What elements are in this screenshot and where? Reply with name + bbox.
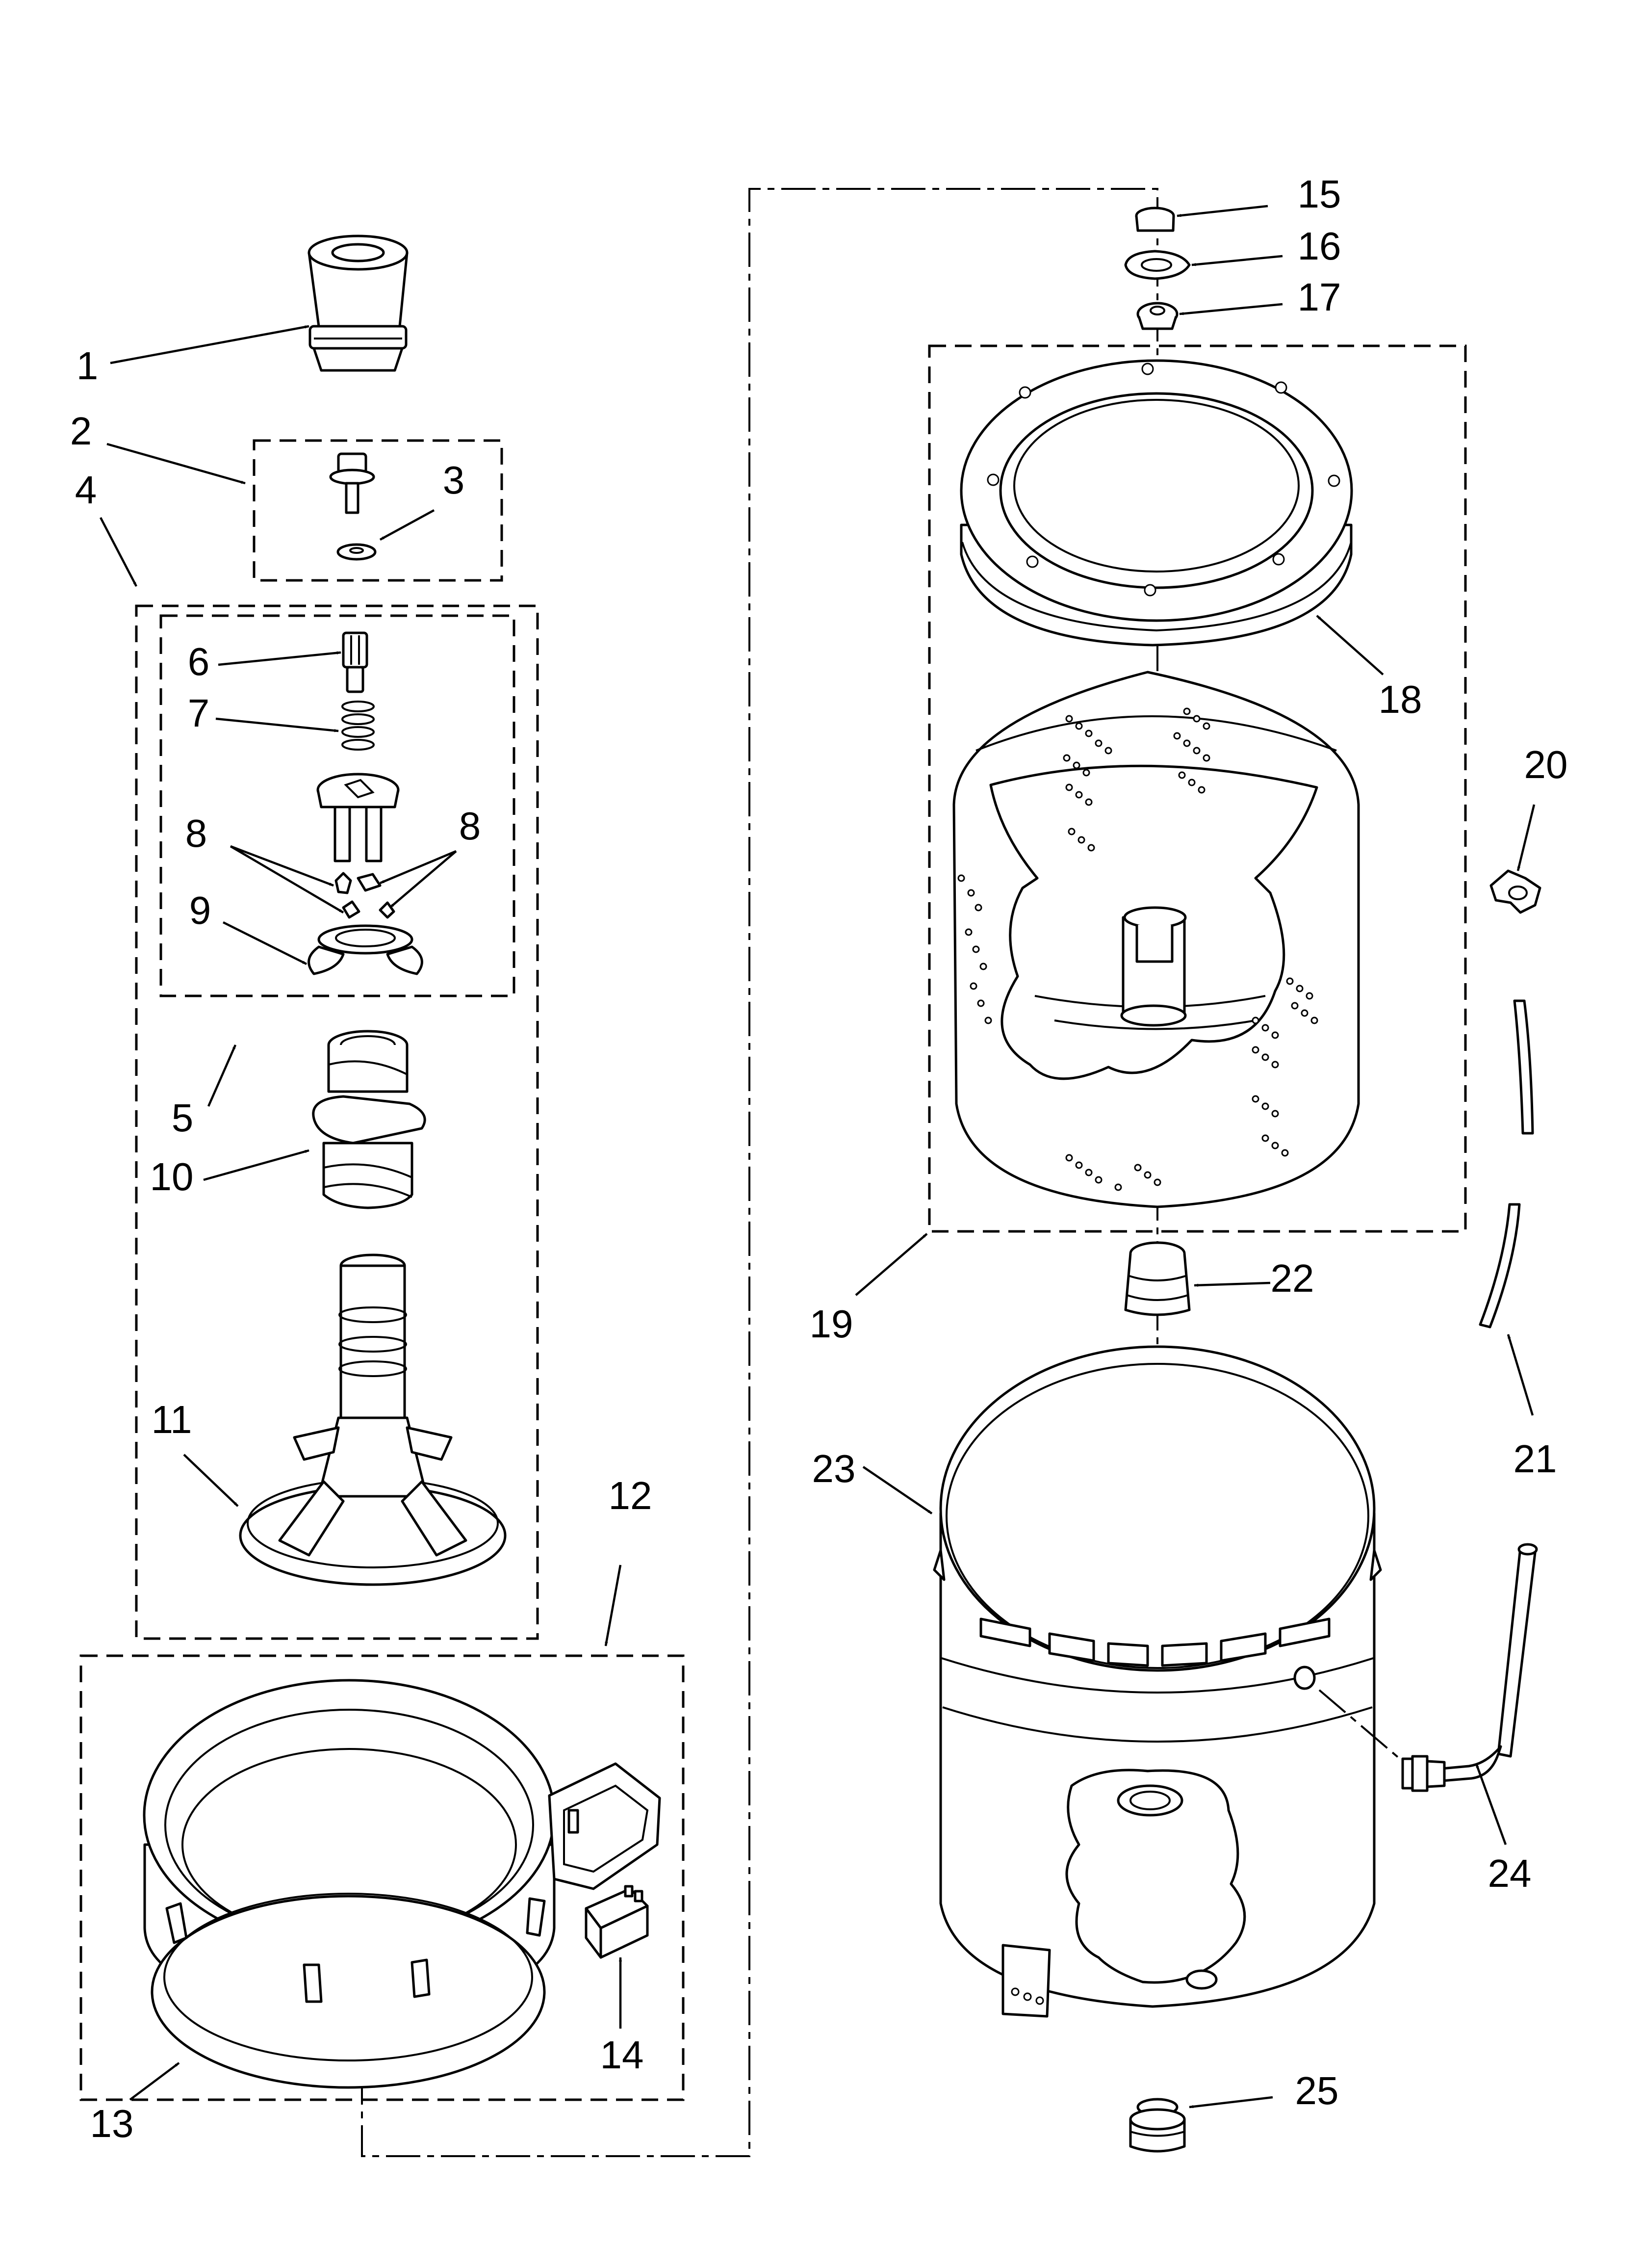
callout-4: 4 bbox=[75, 468, 97, 512]
part-16-cap bbox=[1124, 250, 1191, 280]
callout-7: 7 bbox=[188, 691, 210, 735]
part-21-hose bbox=[1479, 999, 1534, 1329]
part-17-nut bbox=[1136, 302, 1179, 330]
part-11-agitator-base bbox=[239, 1253, 507, 1586]
callout-labels: 1 2 3 4 5 6 7 8 8 9 10 11 12 13 14 15 16… bbox=[70, 172, 1568, 2145]
part-20-hose-clip bbox=[1489, 869, 1541, 914]
callout-23: 23 bbox=[812, 1447, 856, 1490]
part-18-balance-ring bbox=[960, 359, 1353, 647]
part-22-coupling bbox=[1124, 1241, 1191, 1316]
part-15-clip bbox=[1135, 207, 1175, 232]
callout-12: 12 bbox=[609, 1474, 652, 1517]
part-25-drain-plug bbox=[1129, 2098, 1186, 2153]
part-10-auger bbox=[312, 1030, 426, 1209]
callout-17: 17 bbox=[1298, 275, 1341, 319]
callout-10: 10 bbox=[150, 1155, 194, 1199]
group-box-19 bbox=[928, 344, 1467, 1233]
callout-3: 3 bbox=[443, 458, 465, 502]
callout-18: 18 bbox=[1379, 678, 1422, 721]
part-24-fill-hose bbox=[1318, 1543, 1538, 1792]
part-9-retainer bbox=[308, 924, 423, 975]
callout-15: 15 bbox=[1298, 172, 1341, 216]
part-13-seal bbox=[151, 1893, 546, 2089]
callout-6: 6 bbox=[188, 640, 210, 683]
basket-perforations bbox=[957, 707, 1318, 1191]
callout-19: 19 bbox=[810, 1302, 853, 1346]
callout-8a: 8 bbox=[185, 811, 207, 855]
part-2-bolt bbox=[329, 452, 375, 514]
callout-13: 13 bbox=[90, 2102, 134, 2145]
callout-5: 5 bbox=[172, 1096, 194, 1140]
cam-housing bbox=[316, 773, 400, 862]
part-6-cam bbox=[342, 631, 368, 693]
callout-1: 1 bbox=[77, 344, 99, 388]
callout-2: 2 bbox=[70, 409, 92, 453]
group-box-2 bbox=[253, 439, 503, 582]
callout-8b: 8 bbox=[459, 804, 481, 848]
part-19-spin-basket bbox=[952, 671, 1360, 1208]
part-23-outer-tub bbox=[933, 1345, 1382, 2018]
part-14-switch bbox=[585, 1885, 649, 1959]
callout-25: 25 bbox=[1295, 2069, 1339, 2112]
group-box-4 bbox=[135, 604, 539, 1640]
callout-14: 14 bbox=[600, 2033, 644, 2077]
callout-21: 21 bbox=[1514, 1437, 1557, 1481]
callout-20: 20 bbox=[1524, 743, 1568, 786]
part-3-washer bbox=[336, 543, 377, 561]
callout-16: 16 bbox=[1298, 224, 1341, 268]
leader-lines bbox=[100, 205, 1536, 2109]
part-7-spring bbox=[341, 701, 375, 751]
callout-11: 11 bbox=[151, 1398, 192, 1441]
callout-24: 24 bbox=[1488, 1851, 1532, 1895]
part-1-agitator-cap bbox=[308, 235, 409, 372]
callout-22: 22 bbox=[1271, 1256, 1314, 1300]
group-box-5 bbox=[159, 614, 515, 997]
callout-9: 9 bbox=[189, 888, 211, 932]
group-box-12 bbox=[79, 1654, 685, 2101]
part-8-dogs bbox=[334, 872, 395, 919]
